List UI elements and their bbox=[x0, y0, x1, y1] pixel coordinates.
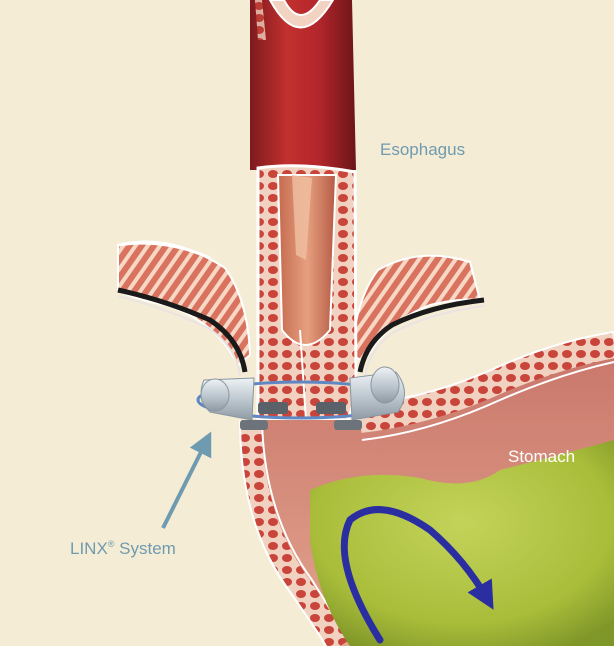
label-esophagus: Esophagus bbox=[380, 140, 465, 159]
esophagus-tube bbox=[250, 0, 356, 170]
label-stomach: Stomach bbox=[508, 447, 575, 466]
linx-name: LINX bbox=[70, 539, 108, 558]
label-linx-system: LINX® System bbox=[70, 539, 176, 558]
linx-suffix: System bbox=[114, 539, 175, 558]
